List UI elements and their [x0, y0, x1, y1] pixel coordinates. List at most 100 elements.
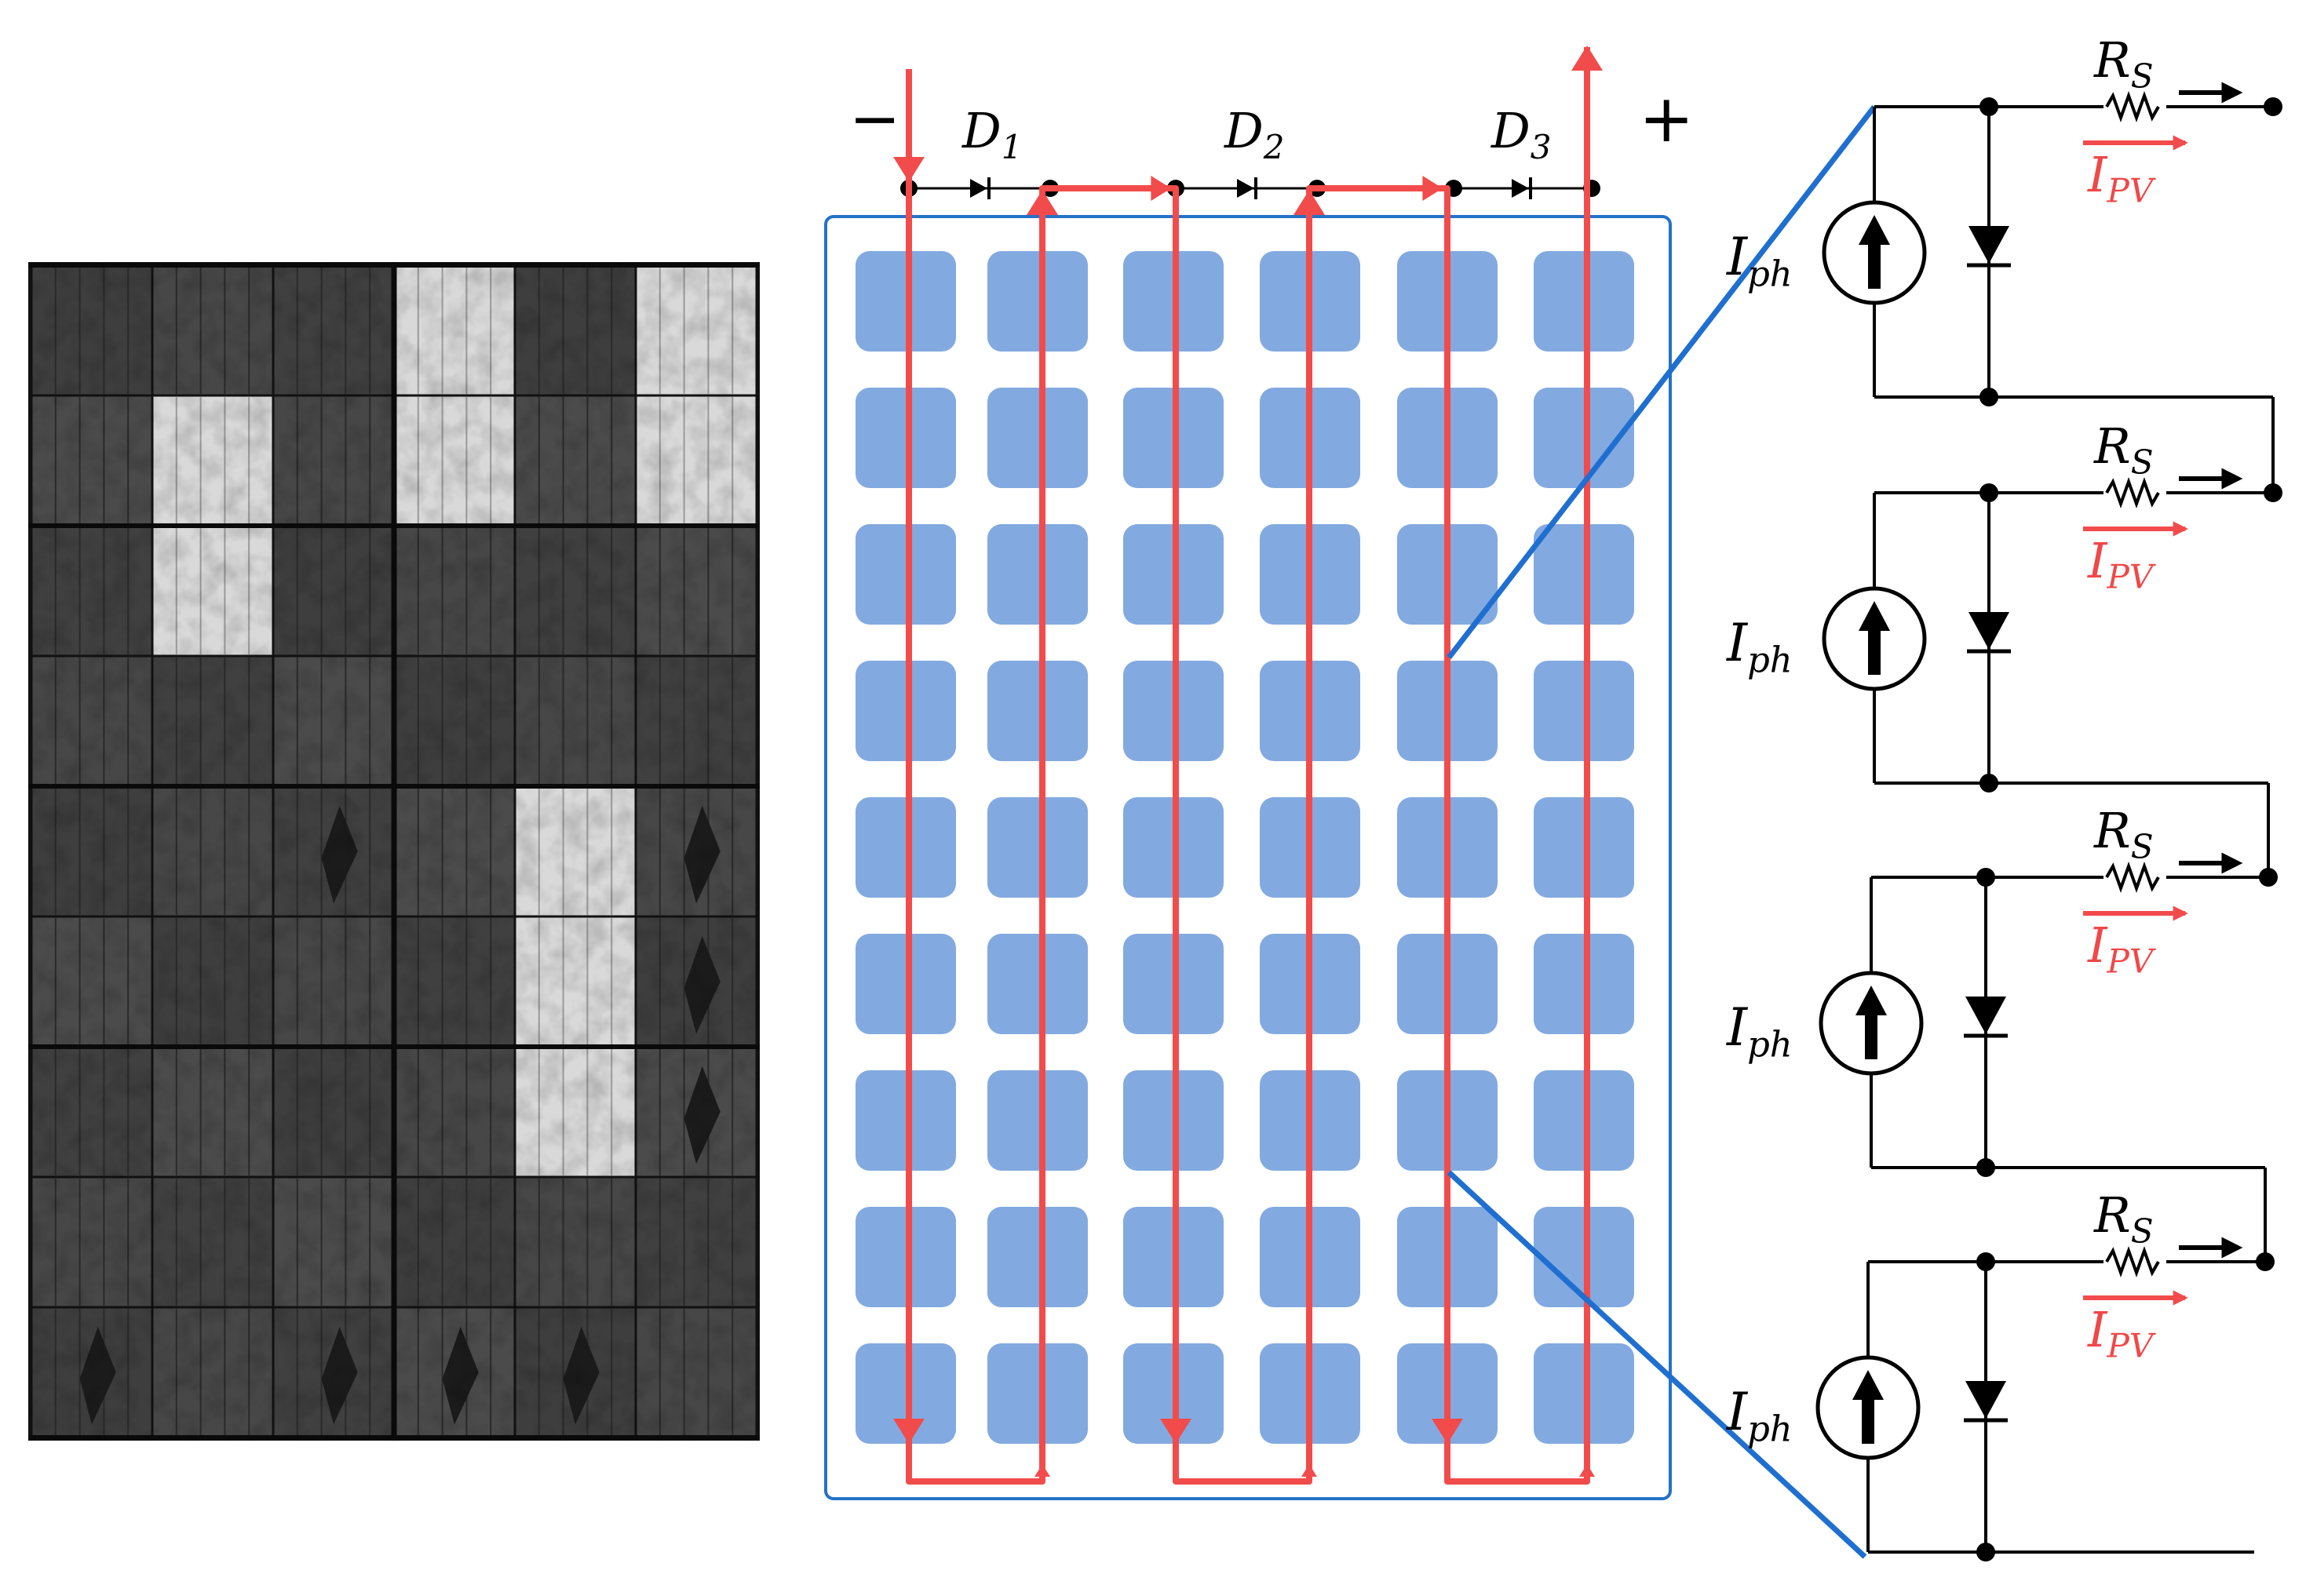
series-resistor — [2105, 862, 2160, 893]
current-arrow-small — [1579, 1464, 1595, 1477]
diode-label-d2-sub: 2 — [1263, 128, 1285, 166]
electroluminescence-image — [28, 262, 760, 1441]
current-label-sub: PV — [2107, 558, 2157, 596]
resistor-label-main: R — [2093, 417, 2131, 475]
current-label-main: I — [2087, 146, 2108, 203]
solar-cell — [987, 524, 1088, 625]
diode-label-d3-main: D — [1491, 102, 1531, 159]
bypass-diode-symbol — [1237, 177, 1257, 199]
source-arrow-icon — [1855, 986, 1887, 1059]
source-label-sub: ph — [1747, 1024, 1793, 1066]
resistor-label-sub: S — [2131, 443, 2154, 482]
source-label: Iph — [1726, 997, 1793, 1066]
diode-label-d2-main: D — [1224, 102, 1264, 159]
zoom-line-bottom — [1447, 1170, 1867, 1559]
solar-cell — [987, 661, 1088, 761]
bypass-diode-symbol — [1512, 177, 1532, 199]
source-label-main: I — [1726, 613, 1749, 673]
current-label-sub: PV — [2107, 172, 2157, 210]
solar-cell — [987, 251, 1088, 352]
zoom-line-top — [1447, 104, 1877, 660]
current-label-sub: PV — [2107, 942, 2157, 981]
module-frame — [824, 215, 1672, 1500]
resistor-label: RS — [2093, 802, 2154, 866]
entry-current-arrow — [893, 157, 925, 182]
diode-label-d3: D3 — [1491, 102, 1551, 166]
current-label-sub: PV — [2107, 1327, 2157, 1365]
source-label: Iph — [1726, 227, 1793, 295]
diode-label-d1-sub: 1 — [1002, 128, 1023, 166]
output-node — [2259, 868, 2278, 887]
diode-icon — [1965, 997, 2006, 1034]
current-label: IPV — [2087, 916, 2157, 981]
diode-label-d3-sub: 3 — [1531, 128, 1552, 166]
diode-label-d1: D1 — [961, 102, 1022, 166]
source-arrow-icon — [1852, 1370, 1884, 1444]
source-label-sub: ph — [1747, 1408, 1793, 1450]
series-resistor — [2105, 1246, 2160, 1277]
resistor-label-sub: S — [2131, 828, 2154, 866]
solar-cell — [987, 1343, 1088, 1444]
current-arrow-up — [1027, 190, 1058, 215]
resistor-label-main: R — [2093, 802, 2131, 859]
solar-cell — [987, 797, 1088, 898]
current-label: IPV — [2087, 1301, 2157, 1365]
resistor-label-sub: S — [2131, 1212, 2154, 1251]
current-arrow-down — [893, 1419, 925, 1444]
resistor-label-sub: S — [2131, 57, 2154, 96]
source-arrow-icon — [1859, 215, 1890, 289]
svg-text:D2: D2 — [1224, 102, 1284, 166]
source-label-main: I — [1726, 227, 1749, 287]
solar-cell — [987, 388, 1088, 488]
current-arrow-up — [1293, 190, 1325, 215]
resistor-label-main: R — [2093, 1186, 2131, 1244]
output-node — [2256, 1252, 2275, 1271]
positive-terminal-label: + — [1639, 80, 1694, 157]
resistor-label: RS — [2093, 1186, 2154, 1251]
current-label-main: I — [2087, 532, 2108, 589]
diode-icon — [1965, 1381, 2006, 1419]
current-arrow-down — [1432, 1419, 1463, 1444]
diode-icon — [1968, 226, 2009, 264]
resistor-label: RS — [2093, 31, 2154, 96]
source-label-sub: ph — [1747, 639, 1793, 681]
solar-cell — [987, 934, 1088, 1034]
output-node — [2264, 97, 2282, 116]
series-resistor — [2105, 477, 2160, 508]
el-texture-overlay — [28, 262, 760, 1441]
resistor-label: RS — [2093, 417, 2154, 482]
current-label: IPV — [2087, 146, 2157, 210]
resistor-label-main: R — [2093, 31, 2131, 89]
svg-text:D3: D3 — [1491, 102, 1551, 166]
bypass-diode-symbol — [970, 177, 991, 199]
diode-icon — [1968, 612, 2009, 650]
diode-triangle — [1512, 179, 1529, 198]
source-arrow-icon — [1859, 601, 1890, 675]
diode-label-d2: D2 — [1224, 102, 1284, 166]
exit-current-arrow — [1571, 46, 1603, 71]
diode-label-d1-main: D — [961, 102, 1002, 159]
current-label-main: I — [2087, 916, 2108, 974]
solar-cell — [987, 1207, 1088, 1307]
diode-triangle — [970, 179, 987, 198]
diode-triangle — [1237, 179, 1254, 198]
current-flow-path — [906, 47, 1590, 1485]
source-label-sub: ph — [1747, 253, 1793, 295]
source-label-main: I — [1726, 997, 1749, 1058]
solar-cell — [987, 1070, 1088, 1171]
current-arrow-right — [1151, 176, 1171, 201]
current-label-main: I — [2087, 1301, 2108, 1358]
svg-text:D1: D1 — [961, 102, 1022, 166]
output-node — [2264, 483, 2282, 502]
current-label: IPV — [2087, 532, 2157, 596]
current-arrow-small — [1301, 1464, 1317, 1477]
pv-module-schematic: − + D1 D2 D3 — [824, 46, 1694, 1500]
source-label-main: I — [1726, 1382, 1749, 1442]
current-arrow-small — [1034, 1464, 1050, 1477]
source-label: Iph — [1726, 1382, 1793, 1450]
negative-terminal-label: − — [849, 84, 900, 155]
source-label: Iph — [1726, 613, 1793, 681]
series-resistor — [2105, 91, 2160, 122]
